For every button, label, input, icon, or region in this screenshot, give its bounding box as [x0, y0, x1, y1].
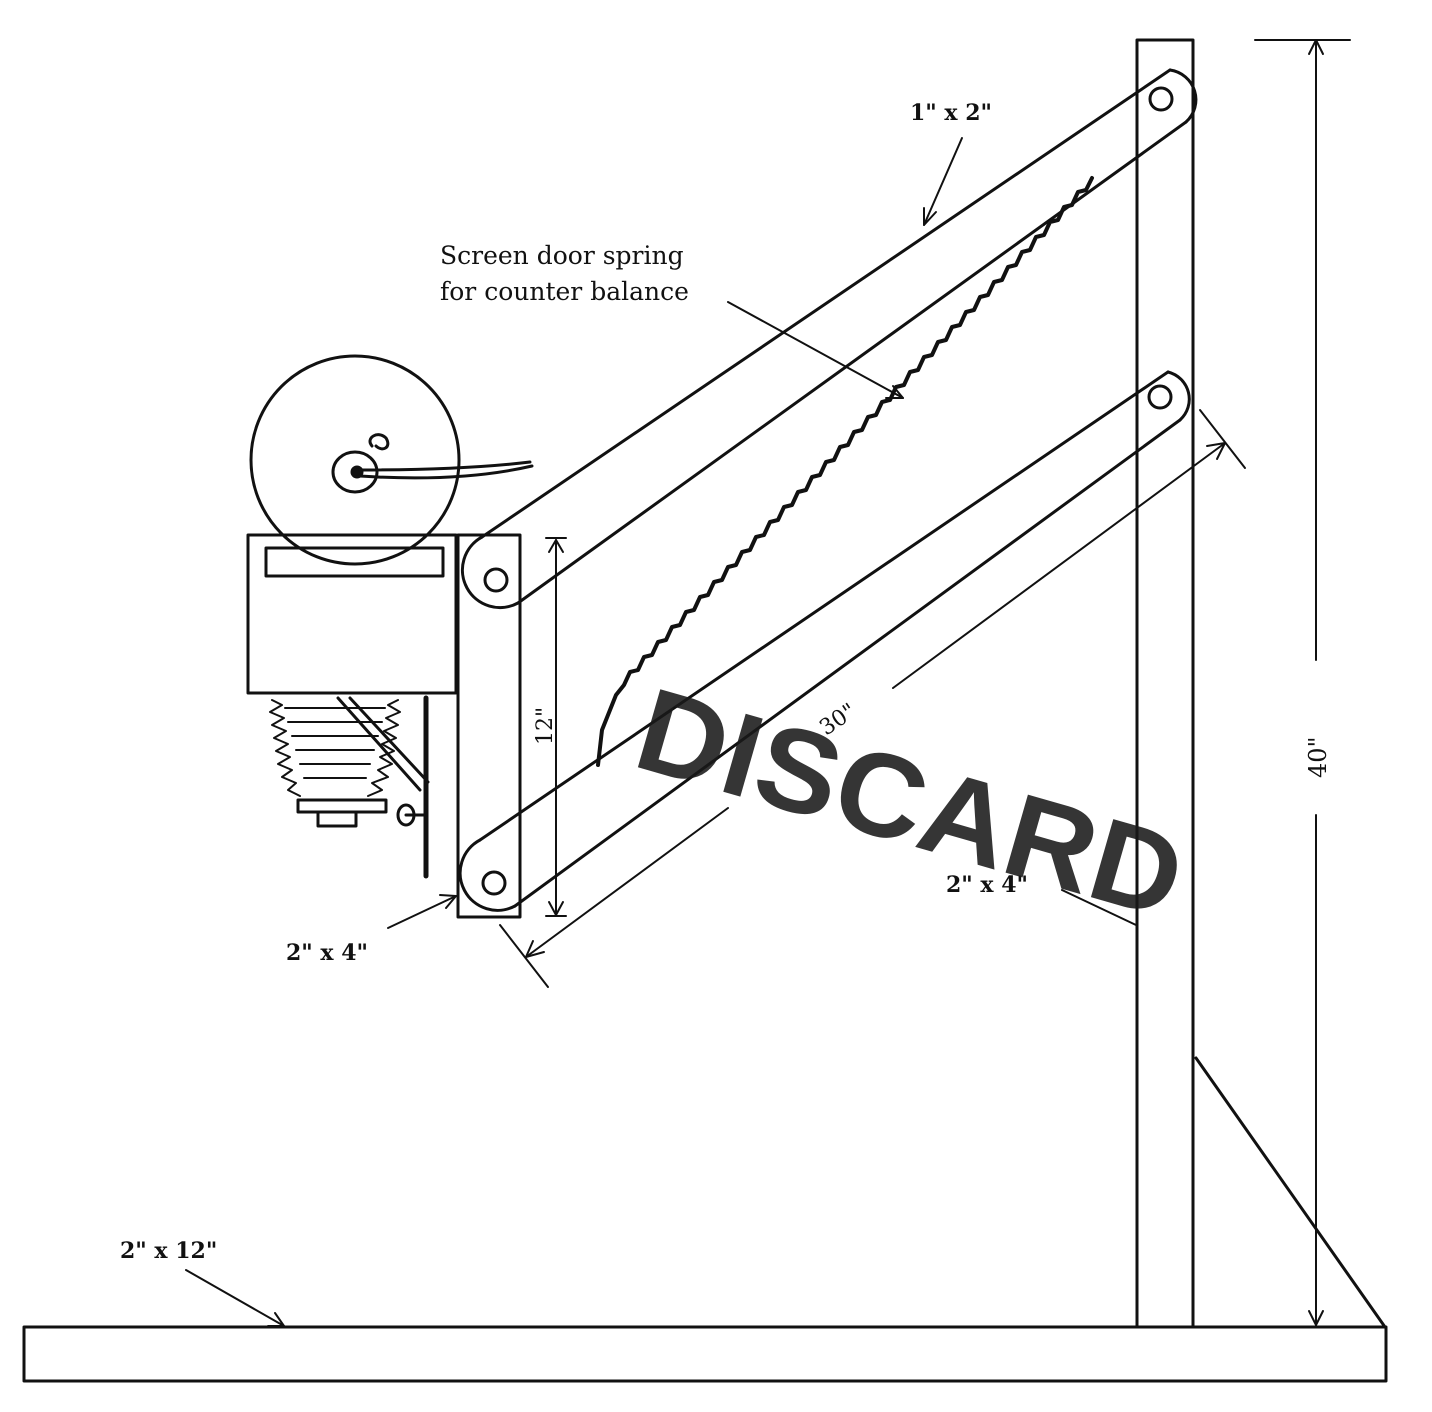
- diagonal-brace: [1194, 1056, 1387, 1329]
- pivot-hole: [481, 870, 507, 896]
- label-base: 2" x 12": [120, 1238, 217, 1264]
- leader-bracket: [387, 894, 457, 929]
- label-post-height: 40": [1304, 736, 1332, 778]
- leader-lower-arm: [1061, 889, 1137, 926]
- label-spring-line2: for counter balance: [440, 277, 689, 306]
- dimension-12in: [545, 537, 567, 917]
- power-cord: [358, 460, 534, 480]
- label-top-arm: 1" x 2": [910, 100, 992, 126]
- vertical-bracket: [456, 533, 522, 919]
- pivot-hole: [1148, 86, 1174, 112]
- label-lower-arm: 2" x 4": [946, 872, 1028, 898]
- lamp-socket: [331, 450, 379, 494]
- lower-arm: [458, 370, 1191, 912]
- dimension-40in: [1254, 39, 1351, 1326]
- support-strut: [336, 696, 422, 792]
- counter-balance-spring: [596, 176, 1094, 767]
- leader-top-arm: [923, 137, 963, 226]
- vertical-post: [1135, 38, 1195, 1329]
- label-bracket-height: 12": [533, 707, 558, 745]
- lens-board: [296, 798, 388, 814]
- bellows: [269, 699, 401, 797]
- leader-base: [185, 1269, 285, 1327]
- enlarger-body: [246, 533, 458, 695]
- discard-stamp: DISCARD: [623, 663, 1198, 944]
- pivot-hole: [483, 567, 509, 593]
- enlarger-label-plate: [264, 546, 445, 578]
- leader-spring: [727, 301, 904, 399]
- label-bracket-size: 2" x 4": [286, 940, 368, 966]
- label-spring-line1: Screen door spring: [440, 241, 684, 270]
- base-board: [22, 1325, 1388, 1383]
- lamp-housing: [249, 354, 461, 566]
- pivot-hole: [1147, 384, 1173, 410]
- upper-arm: [460, 68, 1198, 610]
- dimension-30in: [499, 409, 1246, 988]
